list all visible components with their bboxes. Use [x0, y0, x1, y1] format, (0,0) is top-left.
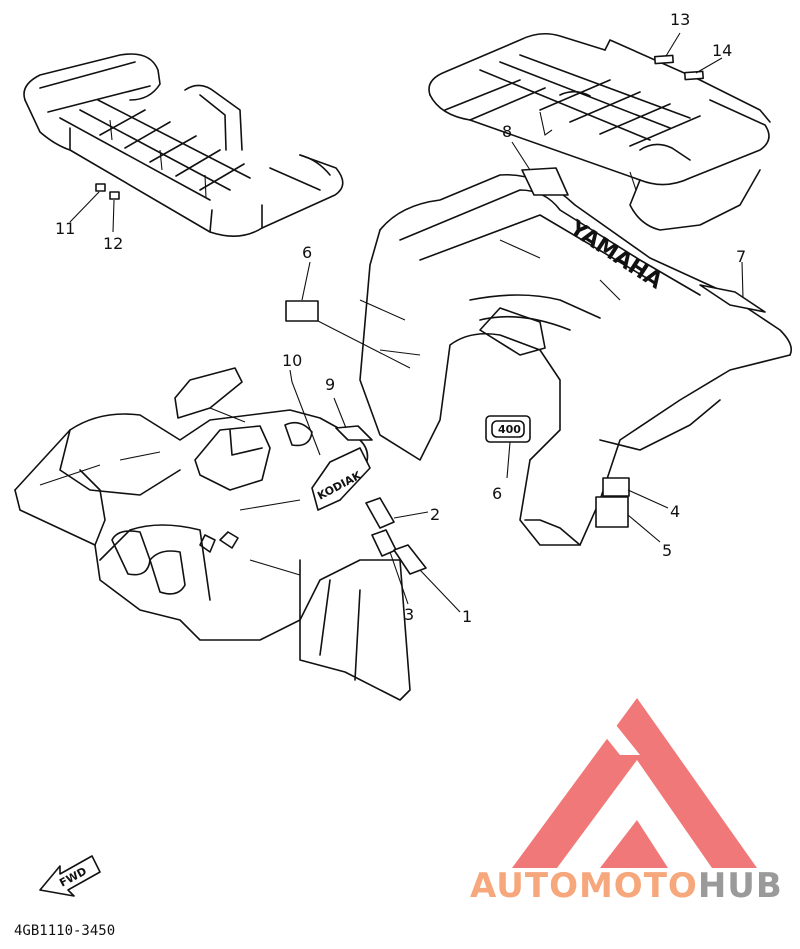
callout-7: 7 [736, 247, 746, 266]
label-8-decal [521, 167, 569, 196]
label-6-decal [285, 300, 319, 322]
leader-13-14 [665, 32, 723, 74]
label-9-decal [335, 425, 373, 441]
callout-11: 11 [55, 219, 75, 238]
label-7-decal [699, 284, 766, 313]
front-fender [14, 409, 411, 701]
fwd-arrow-icon: FWD [39, 855, 101, 897]
badge-400-text: 400 [498, 423, 521, 436]
leader-10 [209, 369, 321, 456]
label-10-decal [174, 367, 243, 419]
label-13-decal [653, 54, 674, 65]
callout-2: 2 [430, 505, 440, 524]
leader-8 [511, 141, 531, 171]
kodiak-emblem: KODIAK [311, 447, 371, 511]
leader-11-12 [69, 191, 115, 233]
rear-carrier-rack [428, 32, 771, 231]
callout-14: 14 [712, 41, 732, 60]
callout-6a: 6 [302, 243, 312, 262]
label-2-decal [365, 497, 395, 529]
label-3-decal [371, 529, 397, 557]
label-4-decal [602, 477, 630, 497]
callout-12: 12 [103, 234, 123, 253]
callout-6b: 6 [492, 484, 502, 503]
callout-1: 1 [462, 607, 472, 626]
label-11-decal [95, 183, 106, 192]
leader-1-2-3 [389, 511, 461, 613]
front-carrier-rack [23, 53, 344, 237]
callout-13: 13 [670, 10, 690, 29]
leader-7 [741, 261, 744, 299]
leader-9 [333, 397, 347, 429]
watermark-text: AUTOMOTOHUB [470, 866, 783, 906]
badge-400: 400 [485, 415, 531, 443]
leader-4-5 [627, 489, 669, 543]
callout-10: 10 [282, 351, 302, 370]
leader-6b [506, 441, 511, 479]
watermark-word-a: AUTOMOTO [470, 866, 698, 906]
label-14-decal [683, 70, 704, 81]
part-code: 4GB1110-3450 [14, 923, 115, 939]
label-12-decal [109, 191, 120, 200]
callout-4: 4 [670, 502, 680, 521]
callout-8: 8 [502, 122, 512, 141]
watermark-triangle-icon [512, 698, 757, 868]
leader-6 [301, 261, 411, 369]
callout-3: 3 [404, 605, 414, 624]
callout-5: 5 [662, 541, 672, 560]
label-5-decal [595, 496, 629, 528]
watermark-word-b: HUB [698, 866, 783, 906]
callout-9: 9 [325, 375, 335, 394]
label-1-decal [393, 544, 427, 575]
watermark-logo [512, 698, 757, 868]
